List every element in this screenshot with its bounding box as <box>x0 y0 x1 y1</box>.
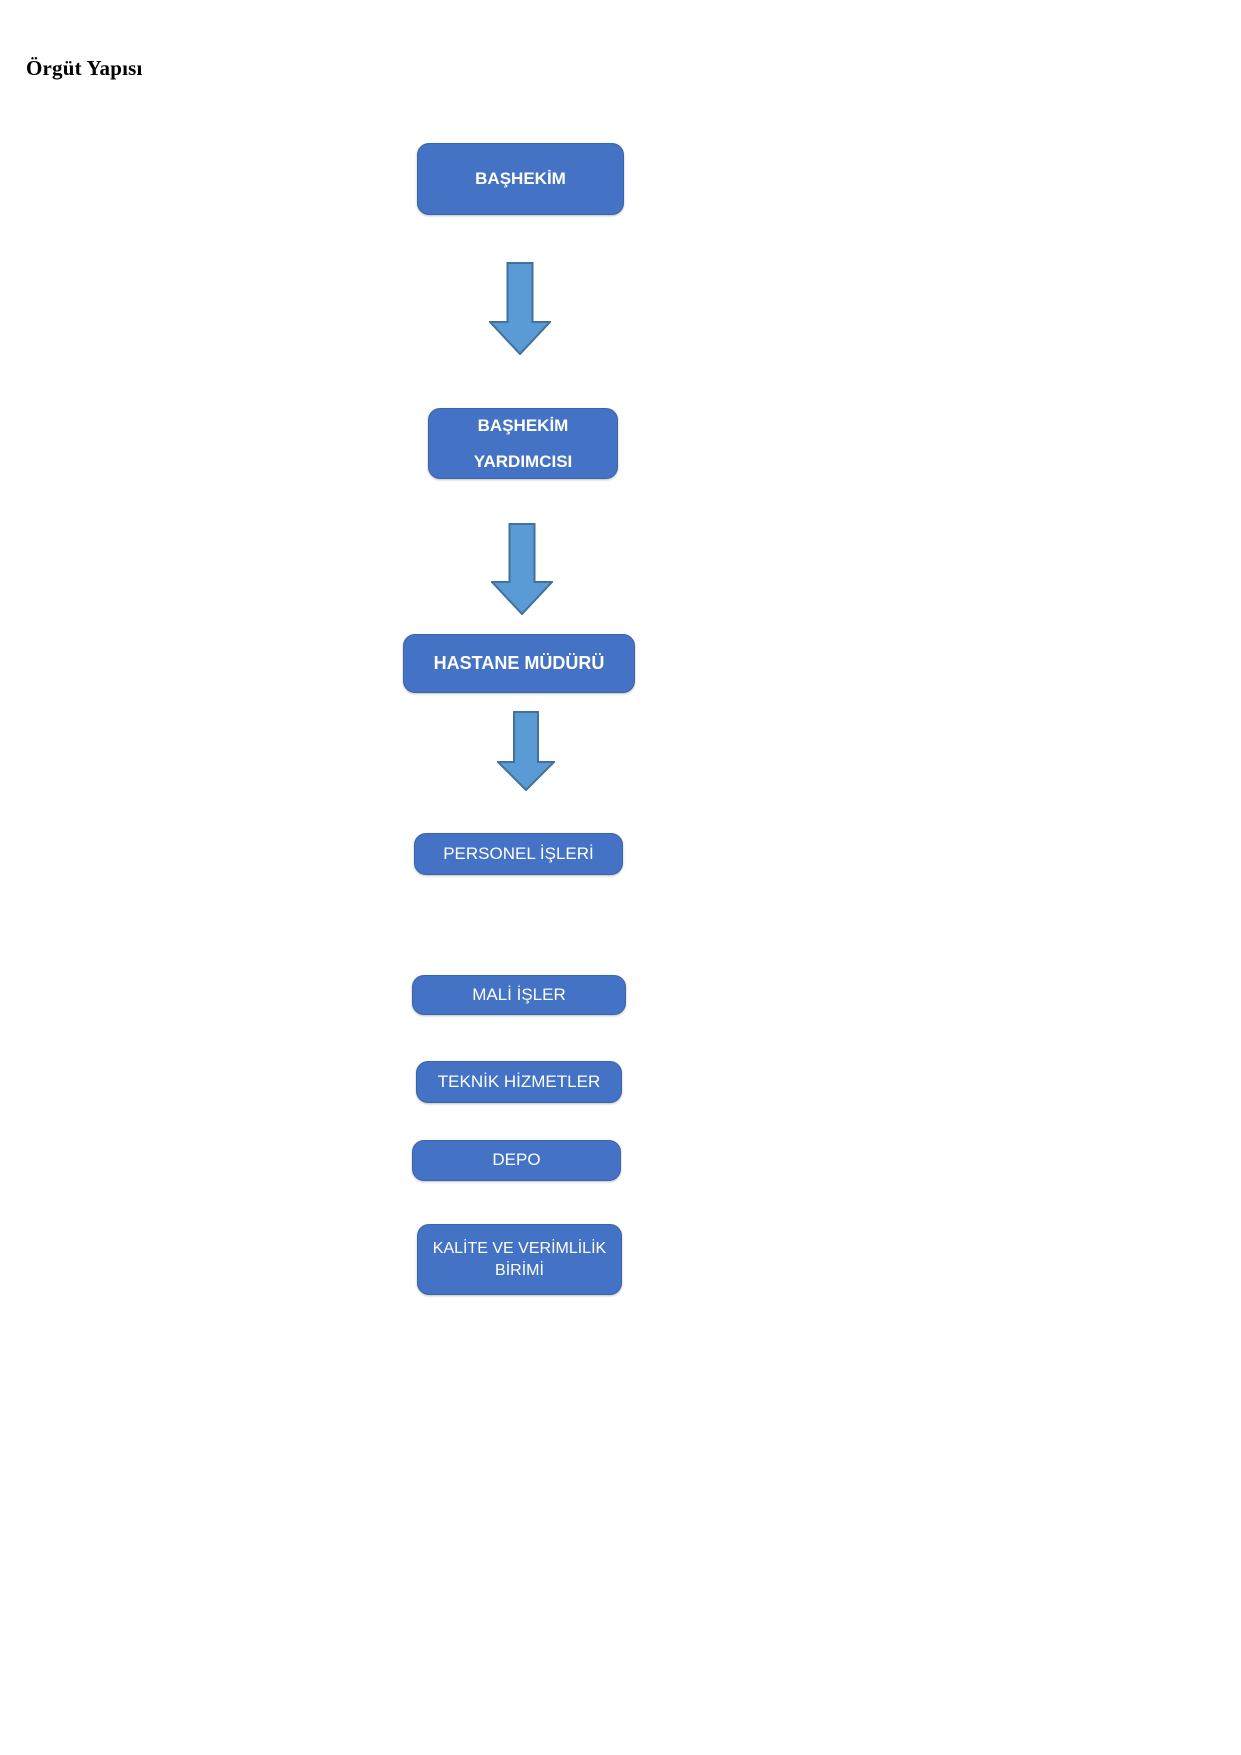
org-node-label-line1: KALİTE VE VERİMLİLİK <box>432 1239 607 1257</box>
down-arrow-icon <box>489 262 551 355</box>
org-node-label-line1: BAŞHEKİM <box>477 415 569 435</box>
org-node-label: HASTANE MÜDÜRÜ <box>433 652 605 673</box>
down-arrow-icon <box>491 523 553 615</box>
org-node-label: DEPO <box>492 1150 541 1170</box>
org-node-label: TEKNİK HİZMETLER <box>437 1071 601 1091</box>
down-arrow-icon <box>497 711 555 791</box>
org-node-label: PERSONEL İŞLERİ <box>443 843 594 863</box>
org-node-mali-isler[interactable]: MALİ İŞLER <box>412 975 626 1015</box>
org-node-depo[interactable]: DEPO <box>412 1140 621 1181</box>
org-node-label-line2: BİRİMİ <box>495 1261 544 1279</box>
org-node-hastane-muduru[interactable]: HASTANE MÜDÜRÜ <box>403 634 635 693</box>
org-node-label-line2: YARDIMCISI <box>473 451 573 471</box>
org-node-kalite-ve-verimlilik-birimi[interactable]: KALİTE VE VERİMLİLİK BİRİMİ <box>417 1224 622 1295</box>
org-node-teknik-hizmetler[interactable]: TEKNİK HİZMETLER <box>416 1061 622 1103</box>
org-node-personel-isleri[interactable]: PERSONEL İŞLERİ <box>414 833 623 875</box>
org-node-label: MALİ İŞLER <box>472 984 566 1004</box>
org-node-label: BAŞHEKİM <box>475 168 566 188</box>
org-node-bashekim[interactable]: BAŞHEKİM <box>417 143 624 215</box>
page-title: Örgüt Yapısı <box>26 56 143 80</box>
org-node-bashekim-yardimcisi[interactable]: BAŞHEKİM YARDIMCISI <box>428 408 618 479</box>
